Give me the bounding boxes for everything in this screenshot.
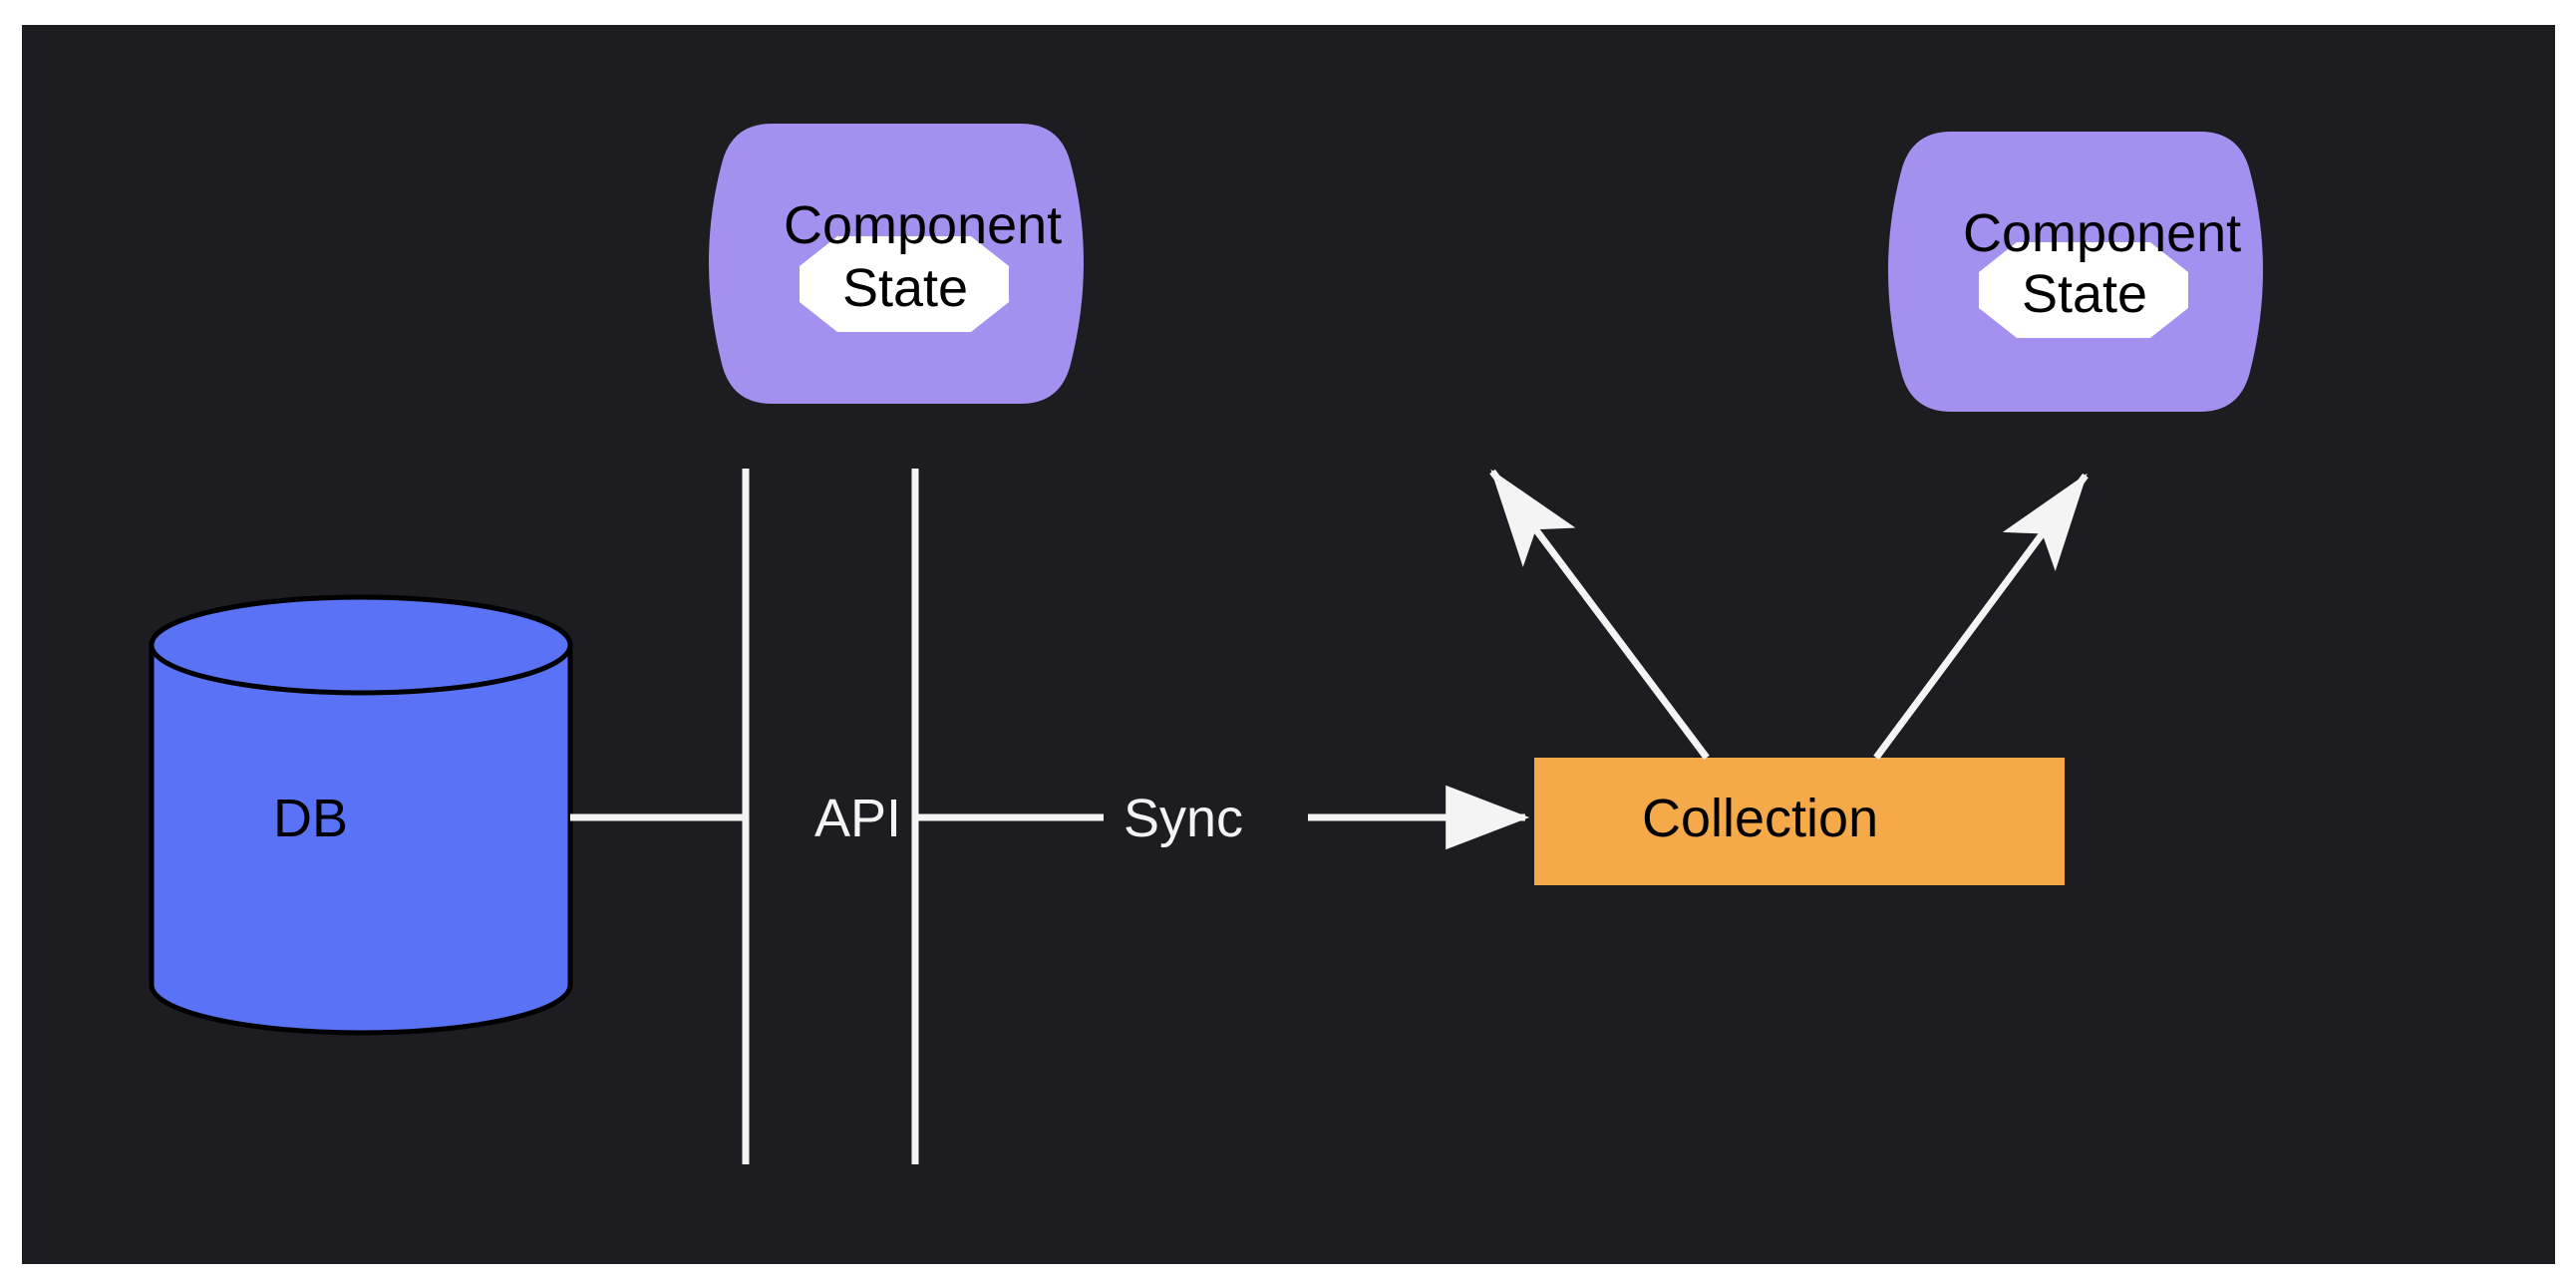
state-2-octagon <box>1979 242 2188 338</box>
edge-collection-to-state-1 <box>1489 469 1710 761</box>
state-1-octagon <box>800 236 1009 332</box>
node-collection[interactable] <box>1534 758 2065 885</box>
api-label: API <box>814 789 902 848</box>
sync-label: Sync <box>1124 789 1244 848</box>
diagram-svg <box>149 124 2263 1164</box>
edge-collection-to-state-2 <box>1873 473 2089 761</box>
collection-rect <box>1534 758 2065 885</box>
diagram-surface: DB API Sync Collection Component State C… <box>22 25 2555 1264</box>
node-state-1[interactable] <box>800 236 1009 332</box>
node-state-2[interactable] <box>1979 242 2188 338</box>
db-cylinder-top <box>149 594 573 696</box>
node-db[interactable] <box>149 594 573 1036</box>
